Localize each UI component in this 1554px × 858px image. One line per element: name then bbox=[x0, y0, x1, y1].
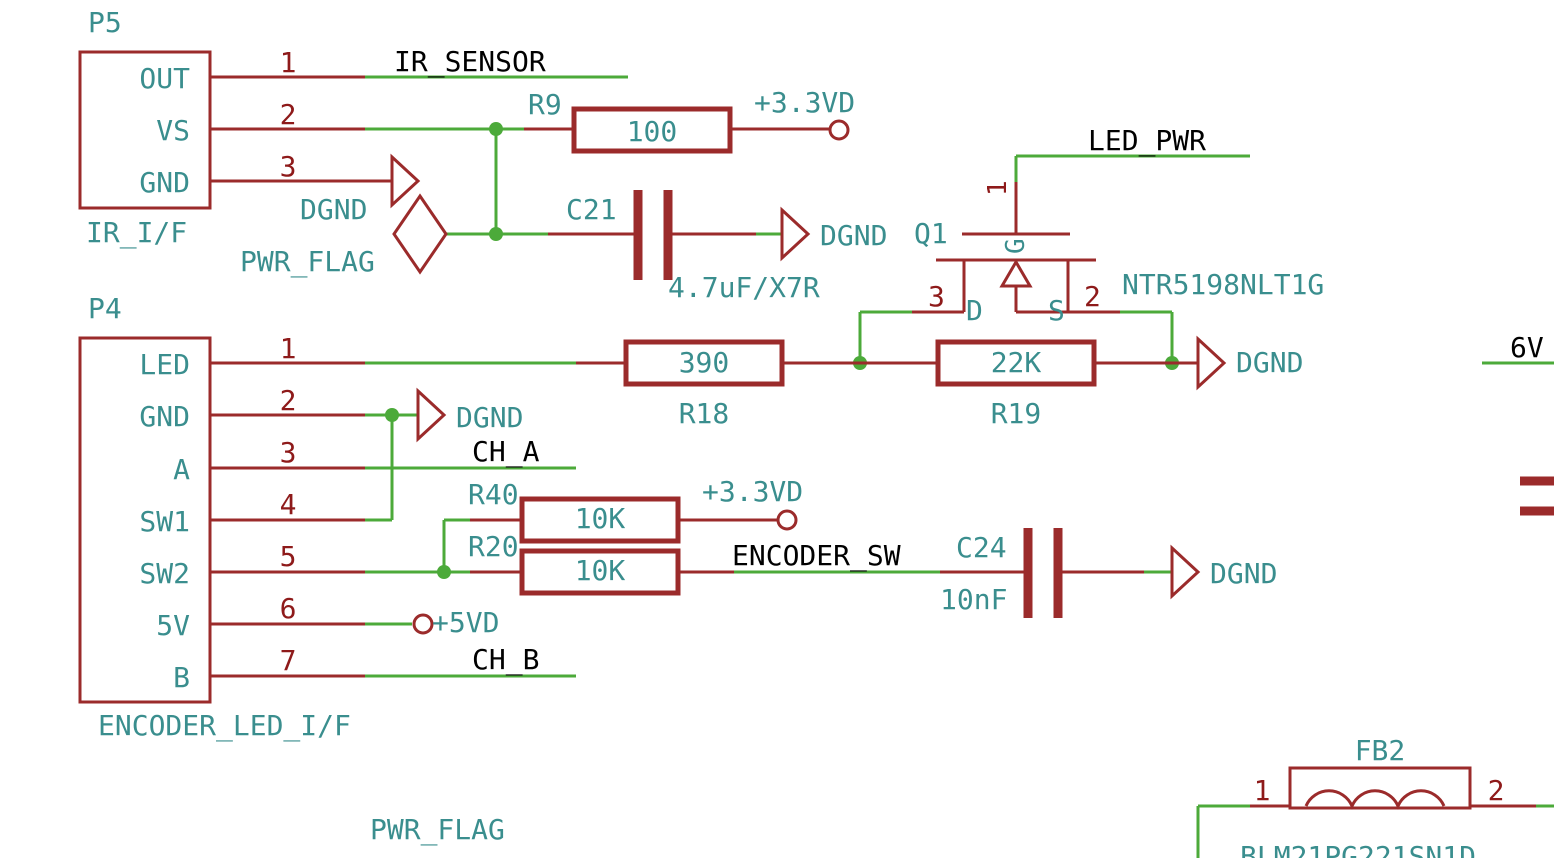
power-label: DGND bbox=[820, 219, 887, 252]
component-ref: R9 bbox=[528, 88, 562, 121]
junction bbox=[489, 227, 503, 241]
resistor-r19[interactable]: 22K R19 bbox=[860, 339, 1198, 430]
pin-number: 2 bbox=[1488, 774, 1505, 807]
component-ref: C24 bbox=[956, 531, 1007, 564]
junction bbox=[437, 565, 451, 579]
component-value: NTR5198NLT1G bbox=[1122, 268, 1324, 301]
dgnd-symbol: DGND bbox=[300, 153, 421, 226]
component-ref: R20 bbox=[468, 530, 519, 563]
power-label: +3.3VD bbox=[702, 475, 803, 508]
power-3v3-top: +3.3VD bbox=[754, 86, 855, 141]
pin-number: 5 bbox=[280, 540, 297, 573]
component-ref: R19 bbox=[991, 397, 1042, 430]
pin-number: 2 bbox=[280, 98, 297, 131]
component-value: ENCODER_LED_I/F bbox=[98, 709, 351, 743]
pin-number: 1 bbox=[1254, 774, 1271, 807]
pin-name: B bbox=[173, 661, 190, 694]
power-label: DGND bbox=[1210, 557, 1277, 590]
component-value: 100 bbox=[627, 115, 678, 148]
net-label-encoder-sw: ENCODER_SW bbox=[732, 539, 901, 573]
component-value: 10K bbox=[575, 554, 626, 587]
pin-name: SW1 bbox=[139, 505, 190, 538]
component-ref: Q1 bbox=[914, 217, 948, 250]
pin-label: G bbox=[1001, 238, 1031, 254]
component-value: IR_I/F bbox=[86, 216, 187, 250]
power-label: +5VD bbox=[432, 606, 499, 639]
pin-name: VS bbox=[156, 114, 190, 147]
dgnd-symbol: DGND bbox=[1196, 335, 1303, 391]
resistor-r9[interactable]: R9 100 bbox=[524, 88, 830, 154]
capacitor-c24[interactable]: C24 10nF bbox=[940, 528, 1144, 618]
mosfet-q1[interactable]: Q1 NTR5198NLT1G 1 G 3 D 2 S bbox=[912, 180, 1324, 327]
resistor-r40[interactable]: R40 10K bbox=[468, 478, 778, 544]
power-3v3-mid: +3.3VD bbox=[702, 475, 803, 531]
power-label: +3.3VD bbox=[754, 86, 855, 119]
component-value: 4.7uF/X7R bbox=[668, 271, 820, 304]
power-label: DGND bbox=[300, 193, 367, 226]
pin-number: 2 bbox=[280, 384, 297, 417]
component-value: BLM21PG221SN1D bbox=[1240, 840, 1476, 858]
component-ref: R18 bbox=[679, 397, 730, 430]
power-label: DGND bbox=[1236, 346, 1303, 379]
pin-number: 6 bbox=[280, 592, 297, 625]
junction bbox=[385, 408, 399, 422]
capacitor-c21[interactable]: C21 4.7uF/X7R bbox=[548, 190, 820, 304]
component-value: 10K bbox=[575, 502, 626, 535]
resistor-r18[interactable]: 390 R18 bbox=[576, 339, 860, 430]
pin-name: SW2 bbox=[139, 557, 190, 590]
component-ref: P4 bbox=[88, 292, 122, 325]
component-value: 390 bbox=[679, 346, 730, 379]
pin-label: D bbox=[966, 294, 983, 327]
pin-number: 4 bbox=[280, 488, 297, 521]
net-label-ch-a: CH_A bbox=[472, 435, 540, 469]
net-label-6v: 6V bbox=[1510, 331, 1544, 364]
pin-number: 3 bbox=[928, 280, 945, 313]
partial-component bbox=[1520, 476, 1554, 516]
pin-label: S bbox=[1048, 294, 1065, 327]
pin-number: 7 bbox=[280, 644, 297, 677]
pin-number: 1 bbox=[280, 46, 297, 79]
pin-name: GND bbox=[139, 400, 190, 433]
dgnd-symbol: DGND bbox=[1170, 544, 1277, 600]
component-ref: P5 bbox=[88, 6, 122, 39]
connector-p4[interactable]: P4 ENCODER_LED_I/F LED GND A SW1 SW2 5V … bbox=[78, 292, 365, 743]
pwr-flag-label: PWR_FLAG bbox=[370, 813, 505, 847]
pwr-flag-symbol: PWR_FLAG bbox=[240, 193, 448, 279]
pin-number: 1 bbox=[280, 332, 297, 365]
pin-number: 3 bbox=[280, 436, 297, 469]
pin-name: LED bbox=[139, 348, 190, 381]
dgnd-symbol: DGND bbox=[780, 206, 887, 262]
pin-number: 3 bbox=[280, 150, 297, 183]
pin-name: A bbox=[173, 453, 190, 486]
dgnd-symbol: DGND bbox=[416, 387, 523, 443]
net-label-ir-sensor: IR_SENSOR bbox=[394, 45, 546, 79]
pwr-flag-bottom: PWR_FLAG bbox=[370, 813, 505, 847]
pin-number: 1 bbox=[983, 180, 1013, 196]
net-label-ch-b: CH_B bbox=[472, 643, 539, 677]
power-label: DGND bbox=[456, 401, 523, 434]
component-value: 10nF bbox=[940, 583, 1007, 616]
junction bbox=[489, 122, 503, 136]
pin-name: GND bbox=[139, 166, 190, 199]
component-ref: FB2 bbox=[1355, 734, 1406, 767]
net-labels: IR_SENSOR LED_PWR CH_A ENCODER_SW CH_B 6… bbox=[394, 45, 1544, 677]
component-ref: R40 bbox=[468, 478, 519, 511]
pwr-flag-label: PWR_FLAG bbox=[240, 245, 375, 279]
resistor-r20[interactable]: R20 10K bbox=[468, 530, 734, 596]
ferrite-bead-fb2[interactable]: FB2 BLM21PG221SN1D 1 2 bbox=[1240, 734, 1536, 858]
pin-name: OUT bbox=[139, 62, 190, 95]
power-5v: +5VD bbox=[412, 606, 499, 639]
connector-p5[interactable]: P5 IR_I/F OUT VS GND 1 2 3 bbox=[78, 6, 392, 250]
component-ref: C21 bbox=[566, 193, 617, 226]
pin-name: 5V bbox=[156, 609, 190, 642]
pin-number: 2 bbox=[1084, 280, 1101, 313]
component-value: 22K bbox=[991, 346, 1042, 379]
net-label-led-pwr: LED_PWR bbox=[1088, 124, 1206, 158]
